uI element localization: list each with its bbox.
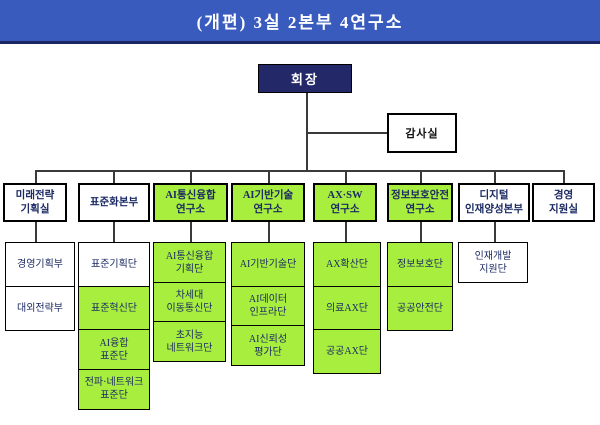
dept-box-future-strategy: 미래전략 기획실 bbox=[3, 183, 67, 222]
sub-unit-box: 표준기획단 bbox=[78, 242, 150, 287]
dept-box-ax-sw: AX·SW 연구소 bbox=[313, 183, 377, 222]
sub-unit-box: 경영기획부 bbox=[5, 242, 75, 287]
connector-stub-5 bbox=[345, 222, 347, 243]
sub-unit-box: 인재개발 지원단 bbox=[458, 242, 528, 283]
connector-audit bbox=[306, 132, 387, 134]
sub-unit-box: AI통신융합 기획단 bbox=[153, 242, 226, 283]
sub-unit-box: 정보보호단 bbox=[387, 242, 453, 287]
sub-unit-box: 의료AX단 bbox=[313, 285, 381, 331]
connector-drop-5 bbox=[345, 170, 347, 184]
page-title: (개편) 3실 2본부 4연구소 bbox=[196, 13, 404, 32]
connector-drop-2 bbox=[113, 170, 115, 184]
connector-stub-7 bbox=[494, 222, 496, 243]
connector-stub-3 bbox=[190, 222, 192, 243]
sub-unit-box: 초지능 네트워크단 bbox=[153, 321, 226, 362]
sub-unit-box: 공공안전단 bbox=[387, 285, 453, 331]
dept-box-ai-comm-fusion: AI통신융합 연구소 bbox=[153, 183, 228, 222]
connector-drop-6 bbox=[420, 170, 422, 184]
connector-stub-1 bbox=[35, 222, 37, 243]
chairman-box: 회장 bbox=[258, 64, 352, 93]
connector-stub-4 bbox=[268, 222, 270, 243]
connector-drop-8 bbox=[563, 170, 565, 184]
sub-unit-box: 표준혁신단 bbox=[78, 285, 150, 331]
connector-drop-4 bbox=[268, 170, 270, 184]
sub-unit-box: 차세대 이동통신단 bbox=[153, 281, 226, 323]
sub-unit-box: AX확산단 bbox=[313, 242, 381, 287]
audit-office-box: 감사실 bbox=[387, 113, 457, 153]
dept-box-digital-talent: 디지털 인재양성본부 bbox=[458, 183, 530, 222]
sub-unit-box: 대외전략부 bbox=[5, 285, 75, 331]
sub-unit-box: 전파·네트워크 표준단 bbox=[78, 368, 150, 410]
dept-box-standardization: 표준화본부 bbox=[78, 183, 150, 222]
connector-stub-2 bbox=[113, 222, 115, 243]
sub-unit-box: AI신뢰성 평가단 bbox=[231, 325, 305, 366]
sub-units-digital-talent: 인재개발 지원단 bbox=[458, 242, 528, 283]
sub-unit-box: AI융합 표준단 bbox=[78, 329, 150, 370]
dept-box-infosec-safety: 정보보호안전 연구소 bbox=[387, 183, 453, 222]
connector-stub-6 bbox=[420, 222, 422, 243]
dept-box-ai-core-tech: AI기반기술 연구소 bbox=[231, 183, 305, 222]
sub-unit-box: AI데이터 인프라단 bbox=[231, 285, 305, 327]
sub-unit-box: 공공AX단 bbox=[313, 329, 381, 374]
connector-drop-3 bbox=[190, 170, 192, 184]
sub-unit-box: AI기반기술단 bbox=[231, 242, 305, 287]
title-banner: (개편) 3실 2본부 4연구소 bbox=[0, 0, 600, 44]
connector-drop-7 bbox=[494, 170, 496, 184]
dept-box-management: 경영 지원실 bbox=[532, 183, 595, 222]
connector-drop-1 bbox=[35, 170, 37, 184]
connector-distribution bbox=[35, 170, 565, 172]
